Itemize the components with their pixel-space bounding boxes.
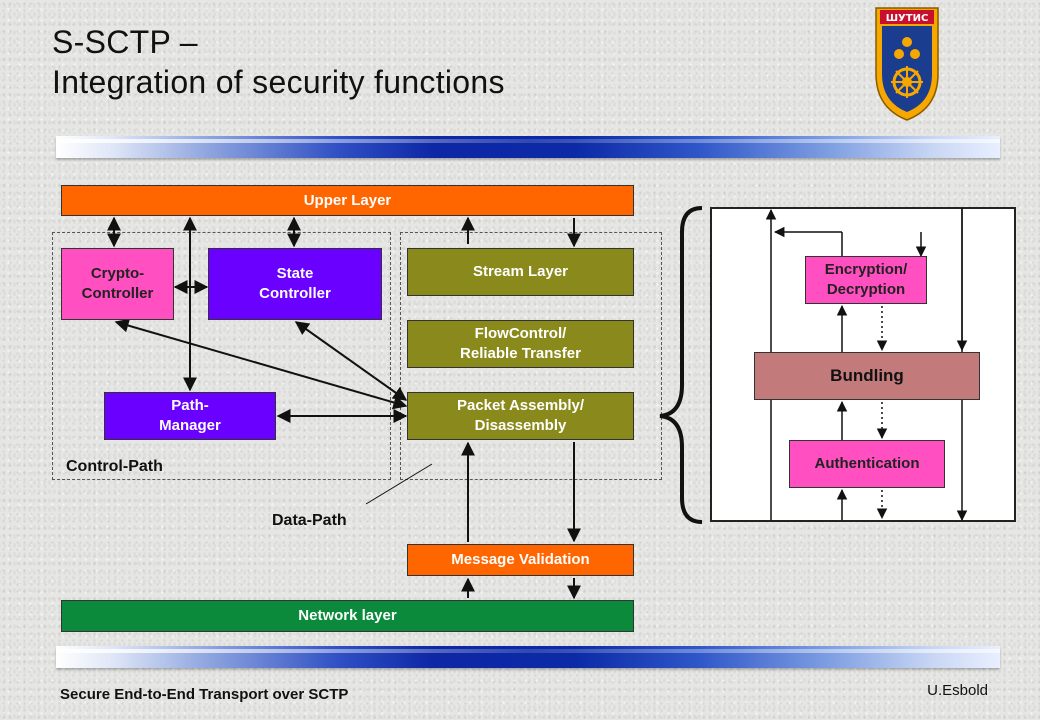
header-divider-bar — [56, 136, 1000, 158]
data-path-label: Data-Path — [272, 512, 347, 529]
state-controller-box: State Controller — [208, 248, 382, 320]
bundling-box: Bundling — [754, 352, 980, 400]
upper-layer-box: Upper Layer — [61, 185, 634, 216]
stream-layer-box: Stream Layer — [407, 248, 634, 296]
flowcontrol-box: FlowControl/ Reliable Transfer — [407, 320, 634, 368]
page-title-line-1: S-SCTP – — [52, 24, 198, 60]
network-layer-box: Network layer — [61, 600, 634, 632]
message-validation-box: Message Validation — [407, 544, 634, 576]
page-title-line-2: Integration of security functions — [52, 64, 505, 100]
footer-title: Secure End-to-End Transport over SCTP — [60, 686, 349, 703]
path-manager-box: Path- Manager — [104, 392, 276, 440]
crypto-controller-box: Crypto- Controller — [61, 248, 174, 320]
packet-assembly-box: Packet Assembly/ Disassembly — [407, 392, 634, 440]
authentication-box: Authentication — [789, 440, 945, 488]
university-logo-icon: ШУТИС — [875, 7, 939, 121]
control-path-label: Control-Path — [66, 458, 163, 475]
footer-divider-bar — [56, 646, 1000, 668]
encryption-box: Encryption/ Decryption — [805, 256, 927, 304]
footer-author: U.Esbold — [927, 682, 988, 699]
logo-text: ШУТИС — [886, 13, 929, 24]
